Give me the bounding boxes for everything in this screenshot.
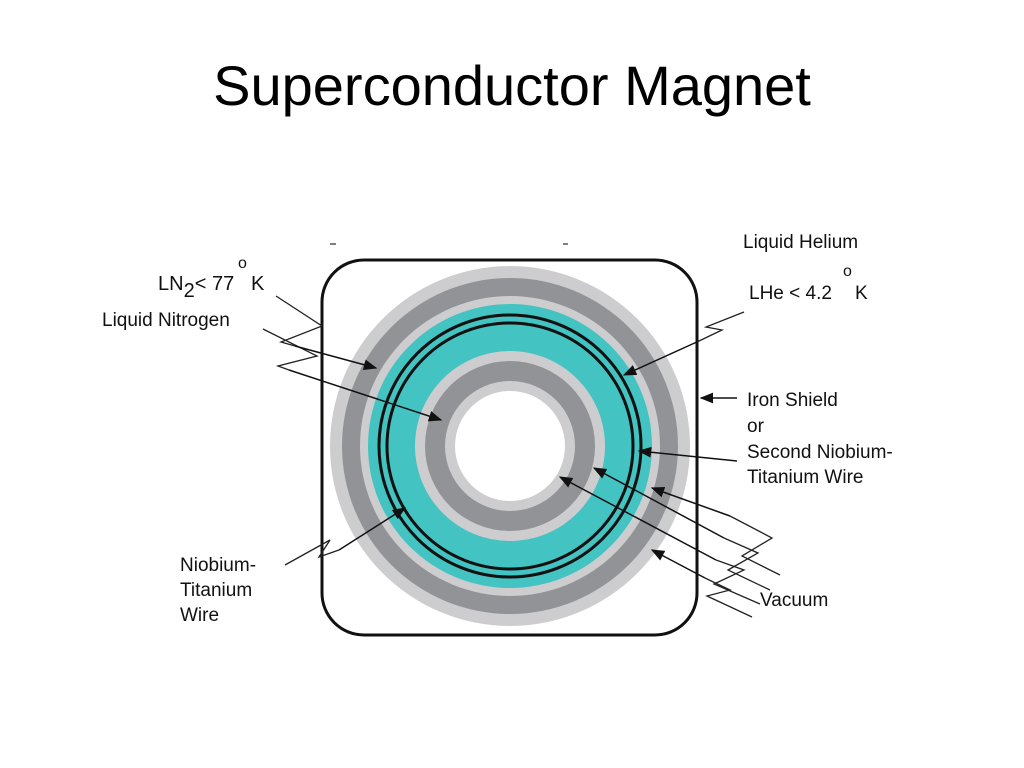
iron-shield-line1: Iron Shield [747, 390, 838, 411]
arrow-vacuum-2 [558, 476, 717, 561]
iron-shield-line4: Titanium Wire [747, 467, 863, 488]
arrow-vacuum-1 [650, 549, 706, 579]
arrow-ln2-outer [294, 345, 378, 371]
ln2-subscript: 2 [184, 280, 195, 302]
leader-liquid-helium [698, 311, 745, 342]
magnet-rings [330, 266, 690, 626]
iron-shield-line3: Second Niobium- [747, 442, 893, 463]
lhe-unit: K [855, 283, 868, 304]
arrow-second-wire [637, 446, 738, 462]
nbti-line1: Niobium- [180, 555, 256, 576]
leader-vacuum-3 [723, 537, 771, 591]
nbti-line2: Titanium [180, 580, 252, 601]
liquid-nitrogen-label: Liquid Nitrogen [102, 310, 230, 331]
arrow-nbti-wire [338, 507, 407, 551]
ln2-temperature-label: LN2< 77 o K [158, 255, 265, 302]
leader-vacuum-2 [712, 559, 761, 605]
arrow-ln2-inner [288, 369, 443, 422]
slide-title: Superconductor Magnet [213, 54, 811, 117]
ln2-value: < 77 [195, 273, 234, 295]
leader-lines [262, 295, 781, 618]
nbti-line3: Wire [180, 605, 219, 626]
leader-vacuum-1 [704, 577, 753, 618]
magnet-bore [455, 391, 565, 501]
liquid-helium-label: Liquid Helium [743, 232, 858, 253]
arrow-liquid-helium [622, 340, 700, 376]
vacuum-label: Vacuum [760, 590, 828, 611]
niobium-titanium-wire-inner [385, 321, 635, 571]
svg-text:LN2< 77: LN2< 77 [158, 273, 234, 302]
leader-ln2 [275, 295, 324, 347]
leader-nbti-wire [284, 539, 340, 566]
iron-shield-label: Iron Shield or Second Niobium- Titanium … [747, 390, 893, 488]
lhe-degree: o [843, 263, 852, 280]
arrow-vacuum-3 [592, 467, 725, 539]
ln2-unit: K [251, 273, 265, 295]
iron-shield-line2: or [747, 416, 765, 437]
ln2-degree: o [238, 255, 247, 272]
arrows [288, 340, 738, 579]
leader-vacuum-4 [729, 515, 781, 576]
lhe-temperature-label: LHe < 4.2 o K [749, 263, 868, 304]
arrow-vacuum-4 [650, 487, 731, 517]
lhe-value: LHe < 4.2 [749, 283, 832, 304]
niobium-titanium-wire-label: Niobium- Titanium Wire [180, 555, 256, 626]
ln2-prefix: LN [158, 273, 184, 295]
leader-liquid-nitrogen [262, 328, 319, 371]
niobium-titanium-wire-outer [377, 313, 643, 579]
